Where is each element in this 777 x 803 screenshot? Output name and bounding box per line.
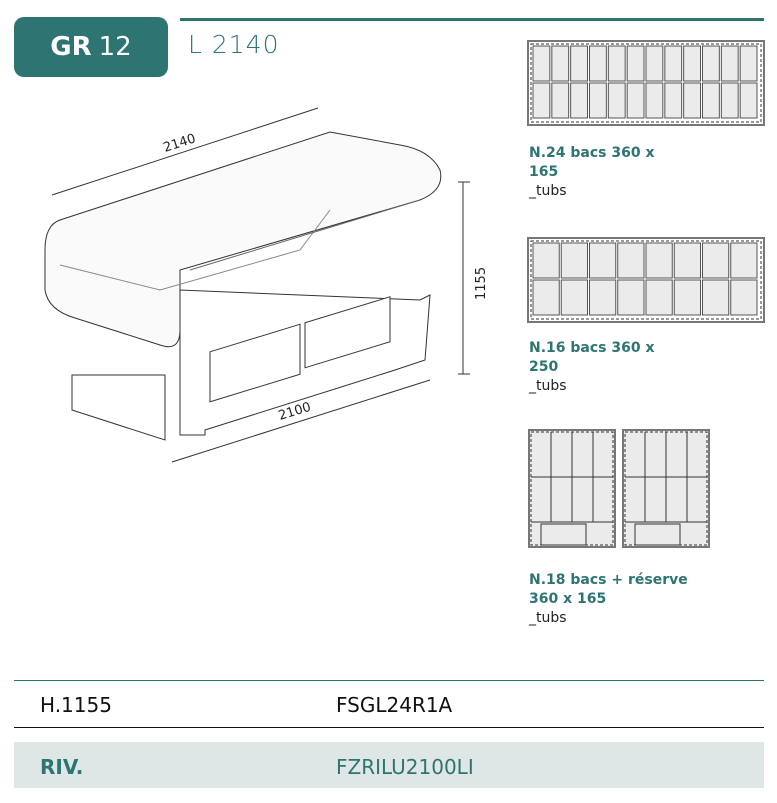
tub-cell (617, 242, 645, 279)
model-badge: GR 12 (14, 17, 168, 77)
tub-cell (673, 279, 701, 316)
tub-cell (645, 82, 664, 119)
header-divider (180, 18, 764, 21)
tub-cell (739, 82, 758, 119)
plinth (71, 374, 166, 441)
drawer-right (304, 296, 391, 369)
riv-label: RIV. (40, 755, 84, 779)
tub-cell (739, 45, 758, 82)
tub-cell (645, 242, 673, 279)
tub-cell (532, 82, 551, 119)
tub-cell (730, 242, 758, 279)
layout-subtitle: _tubs (529, 610, 567, 626)
layout-title: N.18 bacs + réserve (529, 572, 688, 588)
layout-title: N.24 bacs 360 x (529, 145, 655, 161)
layout-18-caption: N.18 bacs + réserve 360 x 165 _tubs (529, 571, 688, 628)
tub-cell (617, 279, 645, 316)
riv-band (14, 742, 764, 788)
tub-cell (607, 82, 626, 119)
tub-cell (570, 45, 589, 82)
layout-subtitle: _tubs (529, 378, 567, 394)
tub-cell (551, 45, 570, 82)
model-series: GR (50, 32, 92, 62)
specs-divider-bottom (14, 727, 764, 728)
layout-subtitle: _tubs (529, 183, 567, 199)
tub-cell (683, 82, 702, 119)
tub-cell (589, 45, 607, 82)
tub-cell (702, 45, 720, 82)
tub-cell (589, 279, 617, 316)
tub-cell (645, 279, 673, 316)
layout-size: 250 (529, 359, 559, 375)
drawer-left (209, 323, 301, 403)
layout-24-caption: N.24 bacs 360 x 165 _tubs (529, 144, 655, 201)
dim-height-label: 1155 (474, 267, 489, 300)
tub-cell (560, 279, 588, 316)
tub-cell (720, 45, 739, 82)
layout-24-diagram (527, 40, 765, 126)
display-case-drawing: 2140 2100 1155 (44, 107, 489, 463)
tub-cell (589, 82, 607, 119)
tub-cell (570, 82, 589, 119)
tub-cell (645, 45, 664, 82)
tub-cell (664, 82, 683, 119)
dim-top-label: 2140 (162, 131, 198, 155)
specs-divider-top (14, 680, 764, 681)
product-code: FSGL24R1A (336, 693, 453, 717)
tub-cell (730, 279, 758, 316)
tub-cell (551, 82, 570, 119)
tub-cell (683, 45, 702, 82)
riv-code: FZRILU2100LI (336, 755, 474, 779)
dim-line-bottom (171, 379, 431, 463)
tub-cell (607, 45, 626, 82)
layout-18-diagram (528, 429, 710, 548)
layout-title: N.16 bacs 360 x (529, 340, 655, 356)
tub-cell (702, 82, 720, 119)
tub-cell (589, 242, 617, 279)
tub-cell (532, 242, 560, 279)
layout-size: 165 (529, 164, 559, 180)
tub-cell (626, 45, 645, 82)
dim-line-top (51, 107, 319, 196)
model-length: L 2140 (188, 30, 280, 59)
layout-16-diagram (527, 237, 765, 323)
tub-cell (702, 279, 730, 316)
tub-cell (720, 82, 739, 119)
model-number: 12 (98, 32, 132, 62)
tub-cell (532, 45, 551, 82)
layout-16-caption: N.16 bacs 360 x 250 _tubs (529, 339, 655, 396)
tub-cell (664, 45, 683, 82)
tub-cell (626, 82, 645, 119)
height-spec: H.1155 (40, 693, 112, 717)
layout-size: 360 x 165 (529, 591, 607, 607)
tub-cell (702, 242, 730, 279)
tub-cell (560, 242, 588, 279)
tub-cell (532, 279, 560, 316)
tub-cell (673, 242, 701, 279)
